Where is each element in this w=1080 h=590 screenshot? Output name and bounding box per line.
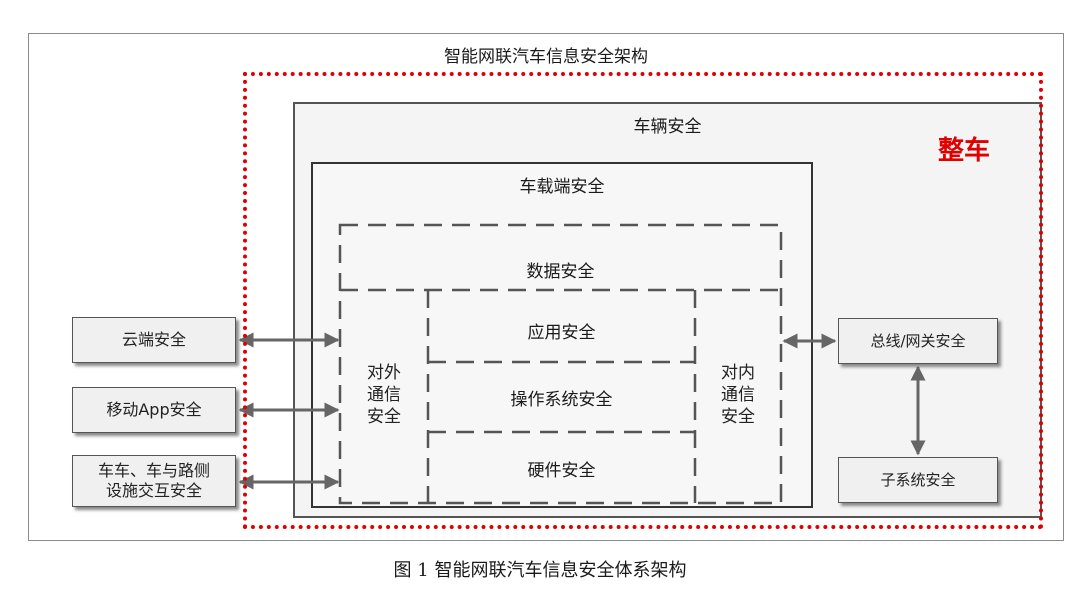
cloud-security-box: 云端安全: [72, 317, 236, 363]
diagram-title: 智能网联汽车信息安全架构: [444, 47, 648, 67]
whole-vehicle-boundary: [243, 72, 1043, 529]
whole-vehicle-label: 整车: [938, 136, 991, 166]
mobile-app-security-label: 移动App安全: [106, 400, 202, 419]
bus-gateway-security-label: 总线/网关安全: [870, 332, 966, 350]
figure-caption: 图 1 智能网联汽车信息安全体系架构: [393, 560, 687, 581]
data-security-label: 数据安全: [526, 262, 595, 282]
hw-security-label: 硬件安全: [527, 461, 596, 481]
app-security-label: 应用安全: [527, 323, 596, 343]
v2x-security-label-line2: 设施交互安全: [105, 481, 202, 500]
onboard-security-label: 车载端安全: [519, 177, 605, 197]
subsystem-security-box: 子系统安全: [838, 457, 998, 503]
vehicle-security-label: 车辆安全: [633, 117, 702, 137]
cloud-security-label: 云端安全: [121, 330, 186, 349]
internal-comm-label: 对内 通信 安全: [721, 363, 755, 427]
mobile-app-security-box: 移动App安全: [72, 387, 236, 433]
bus-gateway-security-box: 总线/网关安全: [838, 318, 998, 364]
onboard-security-box: [311, 162, 813, 508]
external-comm-label: 对外 通信 安全: [367, 363, 401, 427]
subsystem-security-label: 子系统安全: [880, 471, 956, 489]
v2x-security-box: 车车、车与路侧 设施交互安全: [72, 455, 236, 507]
os-security-label: 操作系统安全: [510, 390, 613, 410]
v2x-security-label-line1: 车车、车与路侧: [97, 461, 210, 480]
